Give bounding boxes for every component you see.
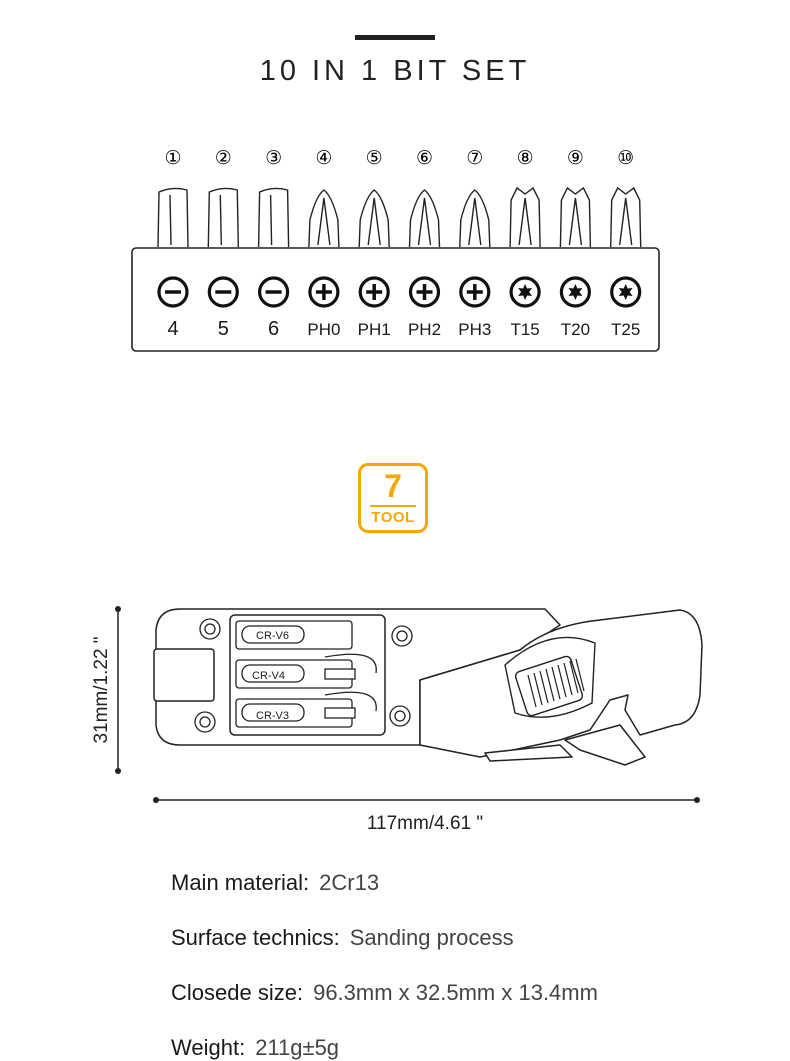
spec-key: Closede size: [171, 980, 304, 1005]
bit-tip [358, 189, 390, 248]
bit-size-label: PH2 [408, 320, 441, 339]
phillips-symbol-icon [358, 276, 390, 308]
bit-tip [308, 189, 340, 248]
bit-size-label: T20 [561, 320, 590, 339]
bit-number: ③ [265, 147, 282, 169]
spec-key: Main material: [171, 870, 310, 895]
logo-divider [370, 505, 416, 507]
bit-number: ⑩ [617, 147, 634, 169]
spec-row: Weight: 211g±5g [171, 1035, 339, 1061]
multitool-illustration: 31mm/1.22 " 117mm/4.61 " CR-V6 C [91, 606, 703, 834]
width-dimension-label: 117mm/4.61 " [367, 813, 483, 834]
logo-word: TOOL [371, 509, 415, 526]
bit-number: ⑨ [567, 147, 584, 169]
spec-value: 211g±5g [255, 1035, 340, 1060]
bit-set-illustration: ① ② ③ ④ ⑤ ⑥ ⑦ ⑧ ⑨ ⑩ 4 5 6 PH0 PH1 PH2 PH3 T15 T20 T25 [131, 147, 660, 352]
spec-row: Closede size: 96.3mm x 32.5mm x 13.4mm [171, 980, 598, 1006]
bit-size-label: T15 [510, 320, 539, 339]
bit-tip [257, 187, 290, 248]
bit-tip [408, 189, 441, 248]
spec-value: 2Cr13 [319, 870, 380, 895]
bit-size-label: PH3 [458, 320, 491, 339]
bit-number: ④ [315, 147, 332, 169]
wrench-jaw [564, 724, 646, 766]
brand-logo: 7 TOOL [358, 463, 428, 533]
flat-symbol-icon [157, 276, 189, 308]
bit-number: ⑥ [416, 147, 433, 169]
bit-size-label: 5 [218, 318, 229, 340]
title-accent-bar [355, 35, 435, 40]
bit-tip [157, 187, 189, 248]
bit-number: ⑧ [517, 147, 534, 169]
torx-symbol-icon [509, 276, 541, 308]
spec-row: Surface technics: Sanding process [171, 925, 514, 951]
bit-holder [131, 247, 660, 352]
bit-tip [559, 186, 592, 248]
phillips-symbol-icon [308, 276, 340, 308]
bit-size-label: 4 [167, 318, 178, 340]
spec-value: Sanding process [349, 925, 514, 950]
bit-number: ⑤ [366, 147, 383, 169]
page-title: 10 IN 1 BIT SET [259, 55, 531, 87]
phillips-symbol-icon [459, 276, 491, 308]
bit-tip [509, 186, 541, 248]
torx-symbol-icon [559, 276, 591, 308]
torx-symbol-icon [610, 276, 642, 308]
bit-number: ⑦ [466, 147, 483, 169]
bit-engraving-3: CR-V3 [256, 710, 289, 722]
spec-key: Weight: [171, 1035, 246, 1060]
tool-end-block [153, 648, 215, 702]
bit-engraving-2: CR-V4 [252, 670, 285, 682]
spec-value: 96.3mm x 32.5mm x 13.4mm [313, 980, 598, 1005]
bit-size-label: T25 [611, 320, 640, 339]
bit-tip [610, 186, 642, 248]
phillips-symbol-icon [408, 276, 441, 308]
flat-symbol-icon [258, 276, 290, 308]
bit-size-label: PH1 [358, 320, 391, 339]
logo-number: 7 [384, 468, 402, 504]
bit-number: ② [215, 147, 232, 169]
bit-tip [207, 187, 239, 248]
bit-size-label: 6 [268, 318, 279, 340]
bit-engraving-1: CR-V6 [256, 630, 289, 642]
bit-size-label: PH0 [307, 320, 340, 339]
spec-row: Main material: 2Cr13 [171, 870, 379, 896]
bit-tip [459, 189, 491, 248]
height-dimension-label: 31mm/1.22 " [91, 636, 112, 743]
flat-symbol-icon [207, 276, 239, 308]
spec-key: Surface technics: [171, 925, 340, 950]
bit-number: ① [164, 147, 181, 169]
